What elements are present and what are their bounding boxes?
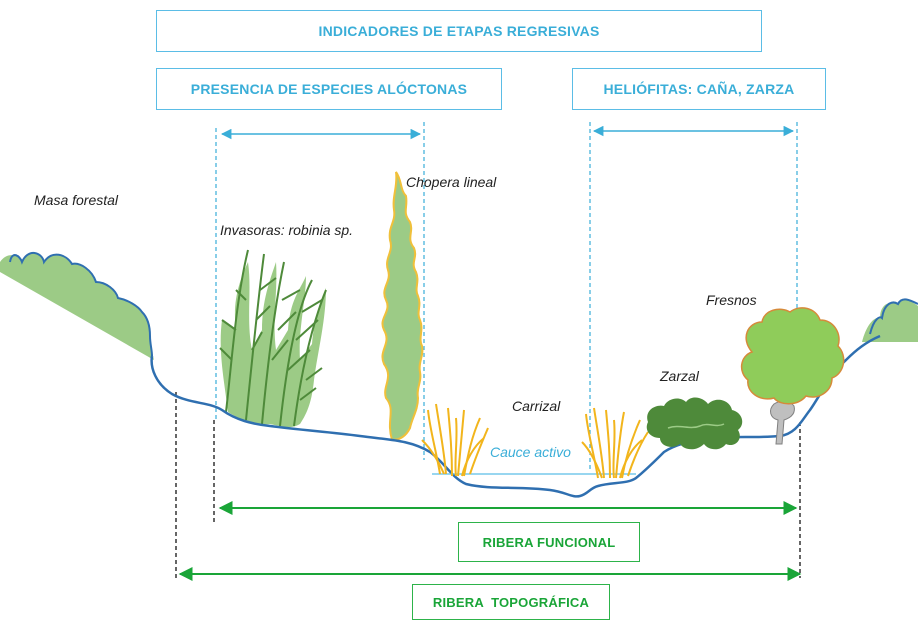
label-chopera-lineal: Chopera lineal <box>406 174 497 190</box>
forest-mass-left <box>0 252 154 360</box>
label-zarzal: Zarzal <box>660 368 699 384</box>
label-fresnos: Fresnos <box>706 292 757 308</box>
black-guide-lines <box>175 392 801 578</box>
heliophytes-header-text: HELIÓFITAS: CAÑA, ZARZA <box>603 81 795 97</box>
blue-guide-lines <box>215 122 798 470</box>
ground-profile <box>150 334 881 498</box>
topographic-bank-box: RIBERA TOPOGRÁFICA <box>412 584 610 620</box>
alien-species-header-text: PRESENCIA DE ESPECIES ALÓCTONAS <box>190 81 468 97</box>
functional-bank-box: RIBERA FUNCIONAL <box>458 522 640 562</box>
heliophytes-header-box: HELIÓFITAS: CAÑA, ZARZA <box>572 68 826 110</box>
ash-canopy <box>740 307 845 405</box>
forest-mass-right <box>862 299 918 342</box>
main-header-text: INDICADORES DE ETAPAS REGRESIVAS <box>318 23 600 39</box>
label-invasoras: Invasoras: robinia sp. <box>220 222 354 238</box>
forest-mass-left-outline <box>9 252 153 357</box>
reeds-left <box>421 403 489 477</box>
reeds-right <box>581 407 649 479</box>
bramble-patch <box>646 397 743 450</box>
alien-species-header-box: PRESENCIA DE ESPECIES ALÓCTONAS <box>156 68 502 110</box>
topographic-bank-text: RIBERA TOPOGRÁFICA <box>432 594 590 610</box>
robinia-plants <box>219 249 327 428</box>
label-masa-forestal: Masa forestal <box>34 192 119 208</box>
main-header-box: INDICADORES DE ETAPAS REGRESIVAS <box>156 10 762 52</box>
poplar-tree <box>381 171 424 442</box>
functional-bank-text: RIBERA FUNCIONAL <box>482 534 616 550</box>
forest-mass-right-outline <box>869 298 918 335</box>
bramble-detail <box>667 423 725 429</box>
label-cauce-activo: Cauce activo <box>490 444 571 460</box>
label-carrizal: Carrizal <box>512 398 561 414</box>
